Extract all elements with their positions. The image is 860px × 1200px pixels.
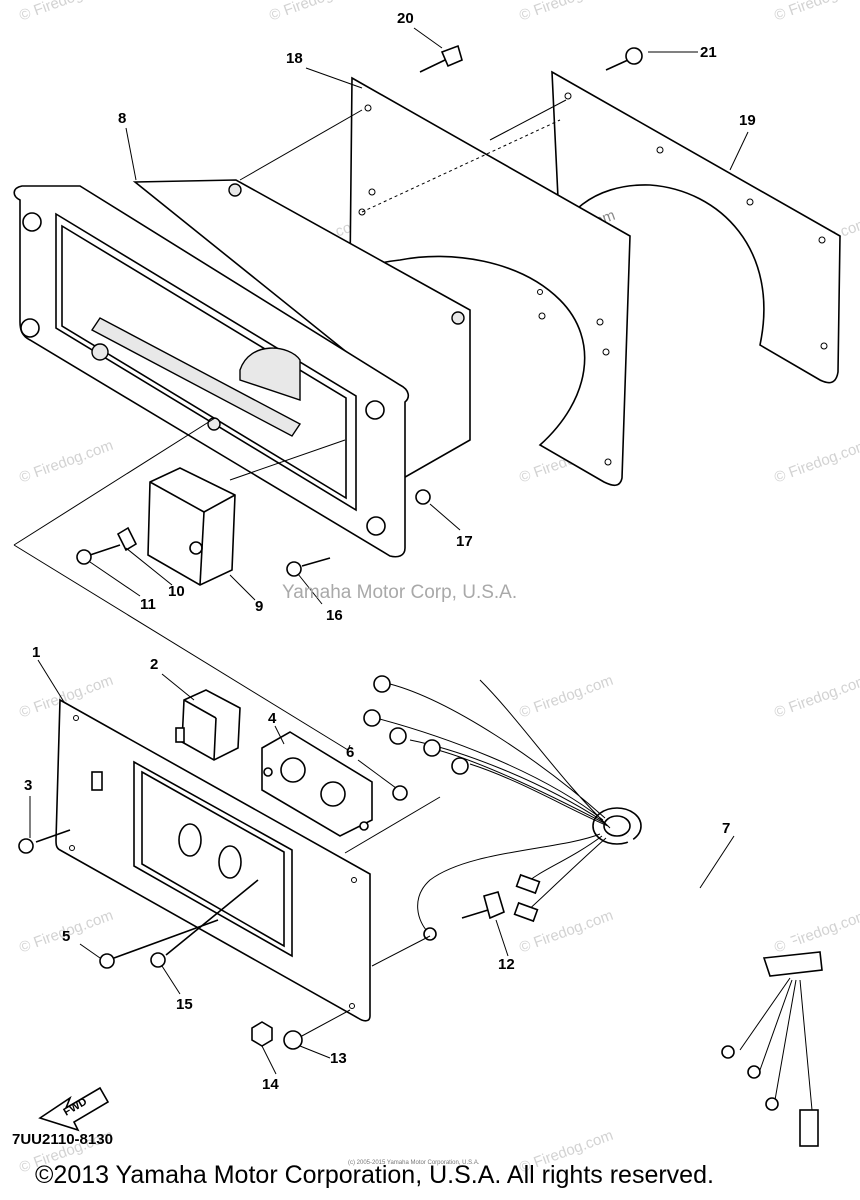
panel-1 — [55, 698, 371, 1022]
callout-11: 11 — [140, 596, 156, 613]
relay-9 — [147, 467, 236, 586]
housing-8 — [13, 179, 471, 558]
copyright-notice: ©2013 Yamaha Motor Corporation, U.S.A. A… — [35, 1161, 714, 1189]
callout-18: 18 — [286, 50, 303, 67]
nut-14 — [251, 1021, 273, 1047]
washer-17 — [415, 489, 431, 505]
bolt-20 — [419, 44, 463, 73]
callout-4: 4 — [268, 710, 277, 727]
screw-16 — [286, 557, 331, 577]
callout-20: 20 — [397, 10, 414, 27]
callout-16: 16 — [326, 607, 343, 624]
callout-13: 13 — [330, 1050, 347, 1067]
fwd-arrow-icon: FWD — [38, 1086, 110, 1132]
callout-17: 17 — [456, 533, 473, 550]
screw-21 — [605, 47, 643, 71]
callout-19: 19 — [739, 112, 756, 129]
callout-8: 8 — [118, 110, 127, 127]
receptacle-4 — [261, 731, 373, 837]
washer-6 — [392, 785, 408, 801]
callout-6: 6 — [346, 744, 355, 761]
callout-leaders — [29, 27, 749, 1075]
plate-18 — [349, 76, 631, 487]
screw-3 — [18, 829, 71, 854]
bolt-12 — [461, 891, 505, 920]
harness-7 — [363, 675, 823, 1147]
callout-2: 2 — [150, 656, 159, 673]
callout-21: 21 — [700, 44, 717, 61]
gasket-19 — [551, 70, 841, 384]
callout-12: 12 — [498, 956, 515, 973]
callout-5: 5 — [62, 928, 71, 945]
callout-9: 9 — [255, 598, 264, 615]
screw-15 — [150, 879, 259, 968]
callout-7: 7 — [722, 820, 731, 837]
clip-10 — [116, 526, 138, 552]
diagram-code: 7UU2110-8130 — [12, 1131, 113, 1148]
callout-14: 14 — [262, 1076, 279, 1093]
callout-3: 3 — [24, 777, 33, 794]
tiny-credit: (c) 2005-2015 Yamaha Motor Corporation, … — [348, 1160, 480, 1166]
callout-10: 10 — [168, 583, 185, 600]
yamaha-watermark: Yamaha Motor Corp, U.S.A. — [282, 582, 518, 603]
screw-11 — [76, 544, 121, 565]
callout-15: 15 — [176, 996, 193, 1013]
nut-13 — [283, 1009, 351, 1050]
breaker-2 — [175, 689, 241, 761]
callout-1: 1 — [32, 644, 41, 661]
